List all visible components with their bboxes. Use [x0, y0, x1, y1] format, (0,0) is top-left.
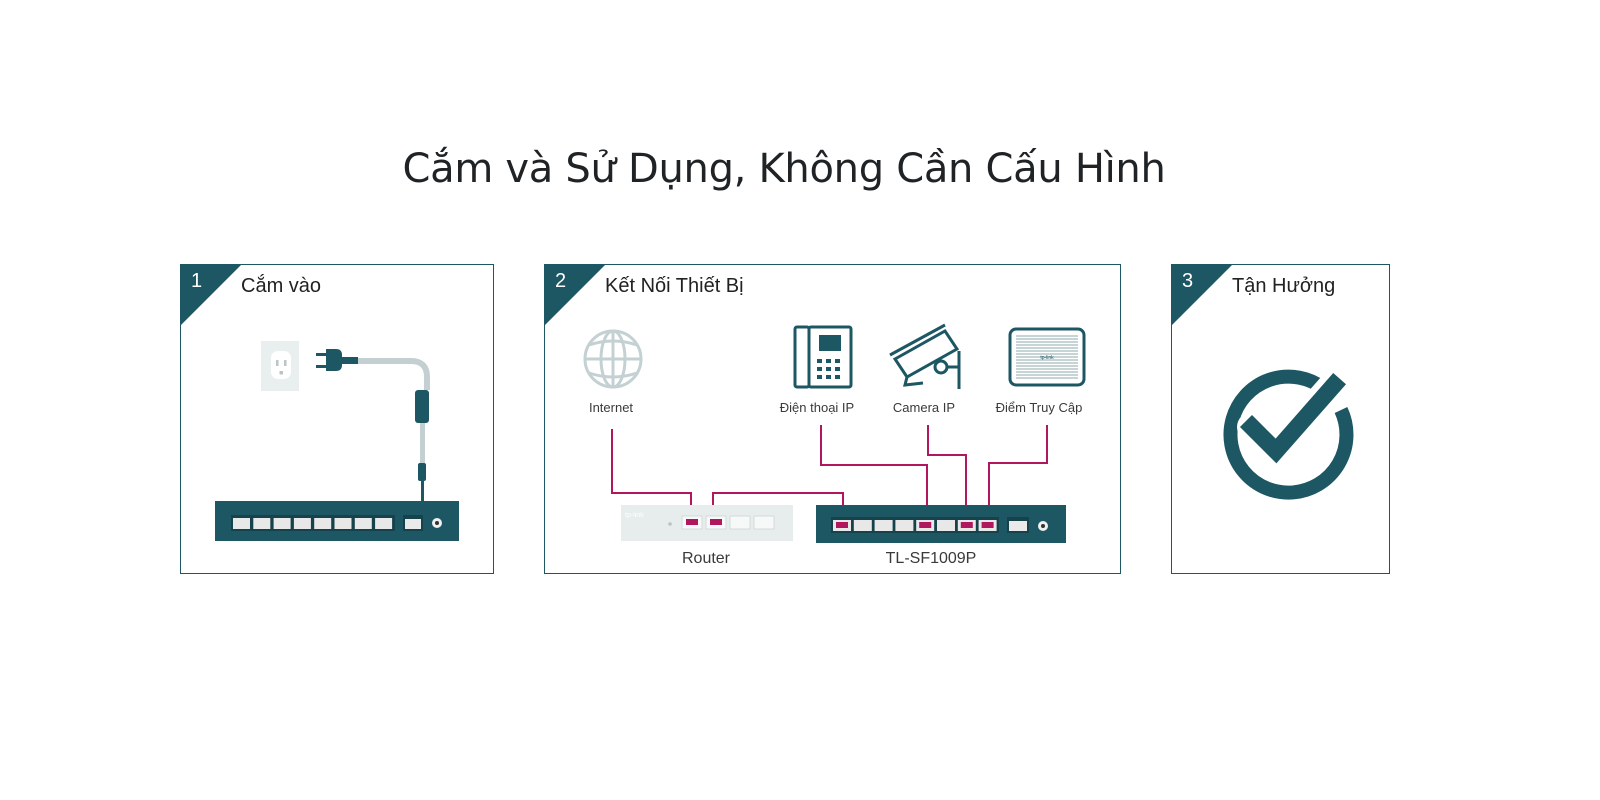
- globe-icon: [583, 329, 643, 389]
- router-label: Router: [682, 550, 731, 567]
- ip-camera-label: Camera IP: [893, 400, 955, 415]
- power-outlet-icon: [261, 341, 299, 391]
- internet-label: Internet: [589, 400, 633, 415]
- switch-port: [253, 518, 271, 529]
- router-logo: tp-link: [625, 512, 644, 519]
- switch-port: [273, 518, 291, 529]
- ip-camera-icon: [889, 323, 961, 389]
- access-point-logo: tp-link: [1040, 355, 1054, 361]
- step-3-panel: 3 Tận Hưởng: [1171, 264, 1390, 574]
- router-device: tp-link: [621, 505, 793, 541]
- switch-port: [233, 518, 250, 529]
- step-3-title: Tận Hưởng: [1232, 275, 1336, 297]
- access-point-label: Điểm Truy Cập: [996, 400, 1083, 415]
- page-title: Cắm và Sử Dụng, Không Cần Cấu Hình: [402, 146, 1166, 192]
- checkmark-circle-icon: [1223, 369, 1354, 500]
- access-point-icon: tp-link: [1008, 327, 1086, 387]
- connection-cables: [611, 425, 1048, 519]
- switch-device-tl-sf1009p: [816, 505, 1066, 543]
- step-3-number: 3: [1182, 270, 1194, 292]
- step-3-corner: [1172, 265, 1232, 325]
- connected-port-indicator: [836, 522, 848, 528]
- ip-phone-label: Điện thoại IP: [780, 400, 854, 415]
- step-2-panel: 2 Kết Nối Thiết Bị Internet: [544, 264, 1121, 574]
- step-1-title: Cắm vào: [241, 275, 322, 297]
- step-2-title: Kết Nối Thiết Bị: [605, 275, 744, 297]
- connected-port-indicator: [919, 522, 932, 528]
- switch-port: [375, 518, 393, 529]
- switch-port: [314, 518, 332, 529]
- step-2-number: 2: [555, 270, 567, 292]
- step-1-corner: [181, 265, 241, 325]
- step-1-number: 1: [191, 270, 203, 292]
- connected-port-indicator: [981, 522, 994, 528]
- switch-port: [354, 518, 372, 529]
- power-plug-icon: [316, 349, 430, 501]
- switch-model-label: TL-SF1009P: [886, 550, 977, 567]
- switch-device: [215, 501, 459, 541]
- switch-port: [334, 518, 352, 529]
- switch-port: [895, 520, 914, 531]
- ip-phone-icon: [793, 325, 853, 389]
- switch-port: [853, 520, 872, 531]
- step-1-panel: 1 Cắm vào: [180, 264, 494, 574]
- switch-port: [874, 520, 893, 531]
- connected-port-indicator: [960, 522, 973, 528]
- step-2-corner: [545, 265, 605, 325]
- switch-port: [293, 518, 311, 529]
- switch-port: [937, 520, 955, 531]
